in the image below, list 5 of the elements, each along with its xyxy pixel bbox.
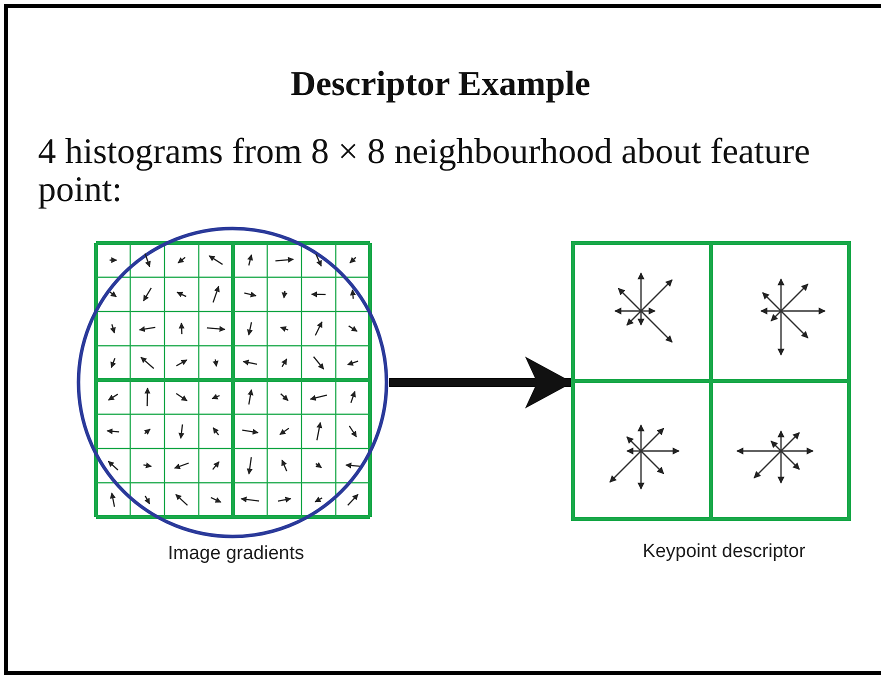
- figure-caption: Image gradients: [166, 543, 306, 565]
- slide-title: Descriptor Example: [290, 64, 592, 104]
- arrow: [389, 356, 573, 408]
- figure-caption: Keypoint descriptor: [642, 541, 806, 563]
- body-text: 4 histograms from 8 × 8 neighbourhood about feature point:: [38, 132, 812, 208]
